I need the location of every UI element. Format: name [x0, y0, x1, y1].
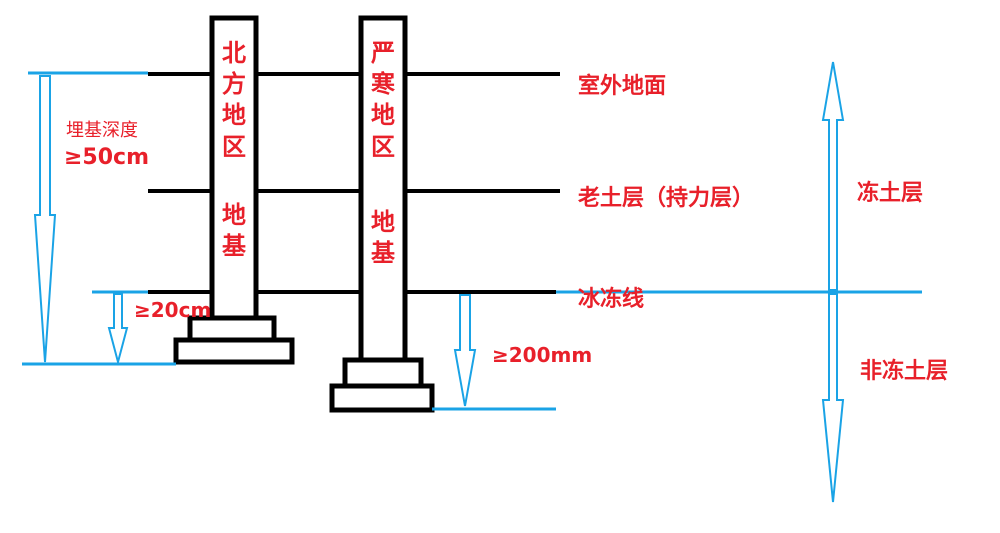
unfrozen-zone-arrow: [821, 293, 845, 503]
north-column-shaft: [209, 15, 259, 321]
frozen-zone-arrow: [821, 61, 845, 291]
depth-arrow: [33, 75, 57, 363]
north-footing-lower: [173, 337, 295, 365]
severe-column-label: 严寒地区: [371, 39, 395, 161]
north-frost-depth-label: ≥20cm: [134, 298, 212, 322]
ground-label: 室外地面: [578, 74, 667, 99]
frost-line-label: 冰冻线: [578, 287, 645, 312]
old-soil-label: 老土层（持力层）: [578, 186, 755, 211]
depth-value-label: ≥50cm: [64, 145, 150, 170]
north-frost-arrow: [107, 293, 129, 366]
depth-title-label: 埋基深度: [66, 120, 138, 141]
north-column-label: 北方地区: [222, 39, 246, 161]
severe-foundation-label: 地基: [371, 208, 395, 268]
unfrozen-zone-label: 非冻土层: [860, 359, 949, 384]
severe-column-shaft: [358, 15, 408, 363]
north-foundation-label: 地基: [222, 201, 246, 261]
severe-frost-arrow: [453, 294, 477, 407]
severe-frost-depth-label: ≥200mm: [492, 343, 593, 367]
severe-footing-upper: [342, 357, 424, 389]
severe-footing-lower: [329, 383, 435, 413]
frozen-zone-label: 冻土层: [857, 181, 924, 206]
